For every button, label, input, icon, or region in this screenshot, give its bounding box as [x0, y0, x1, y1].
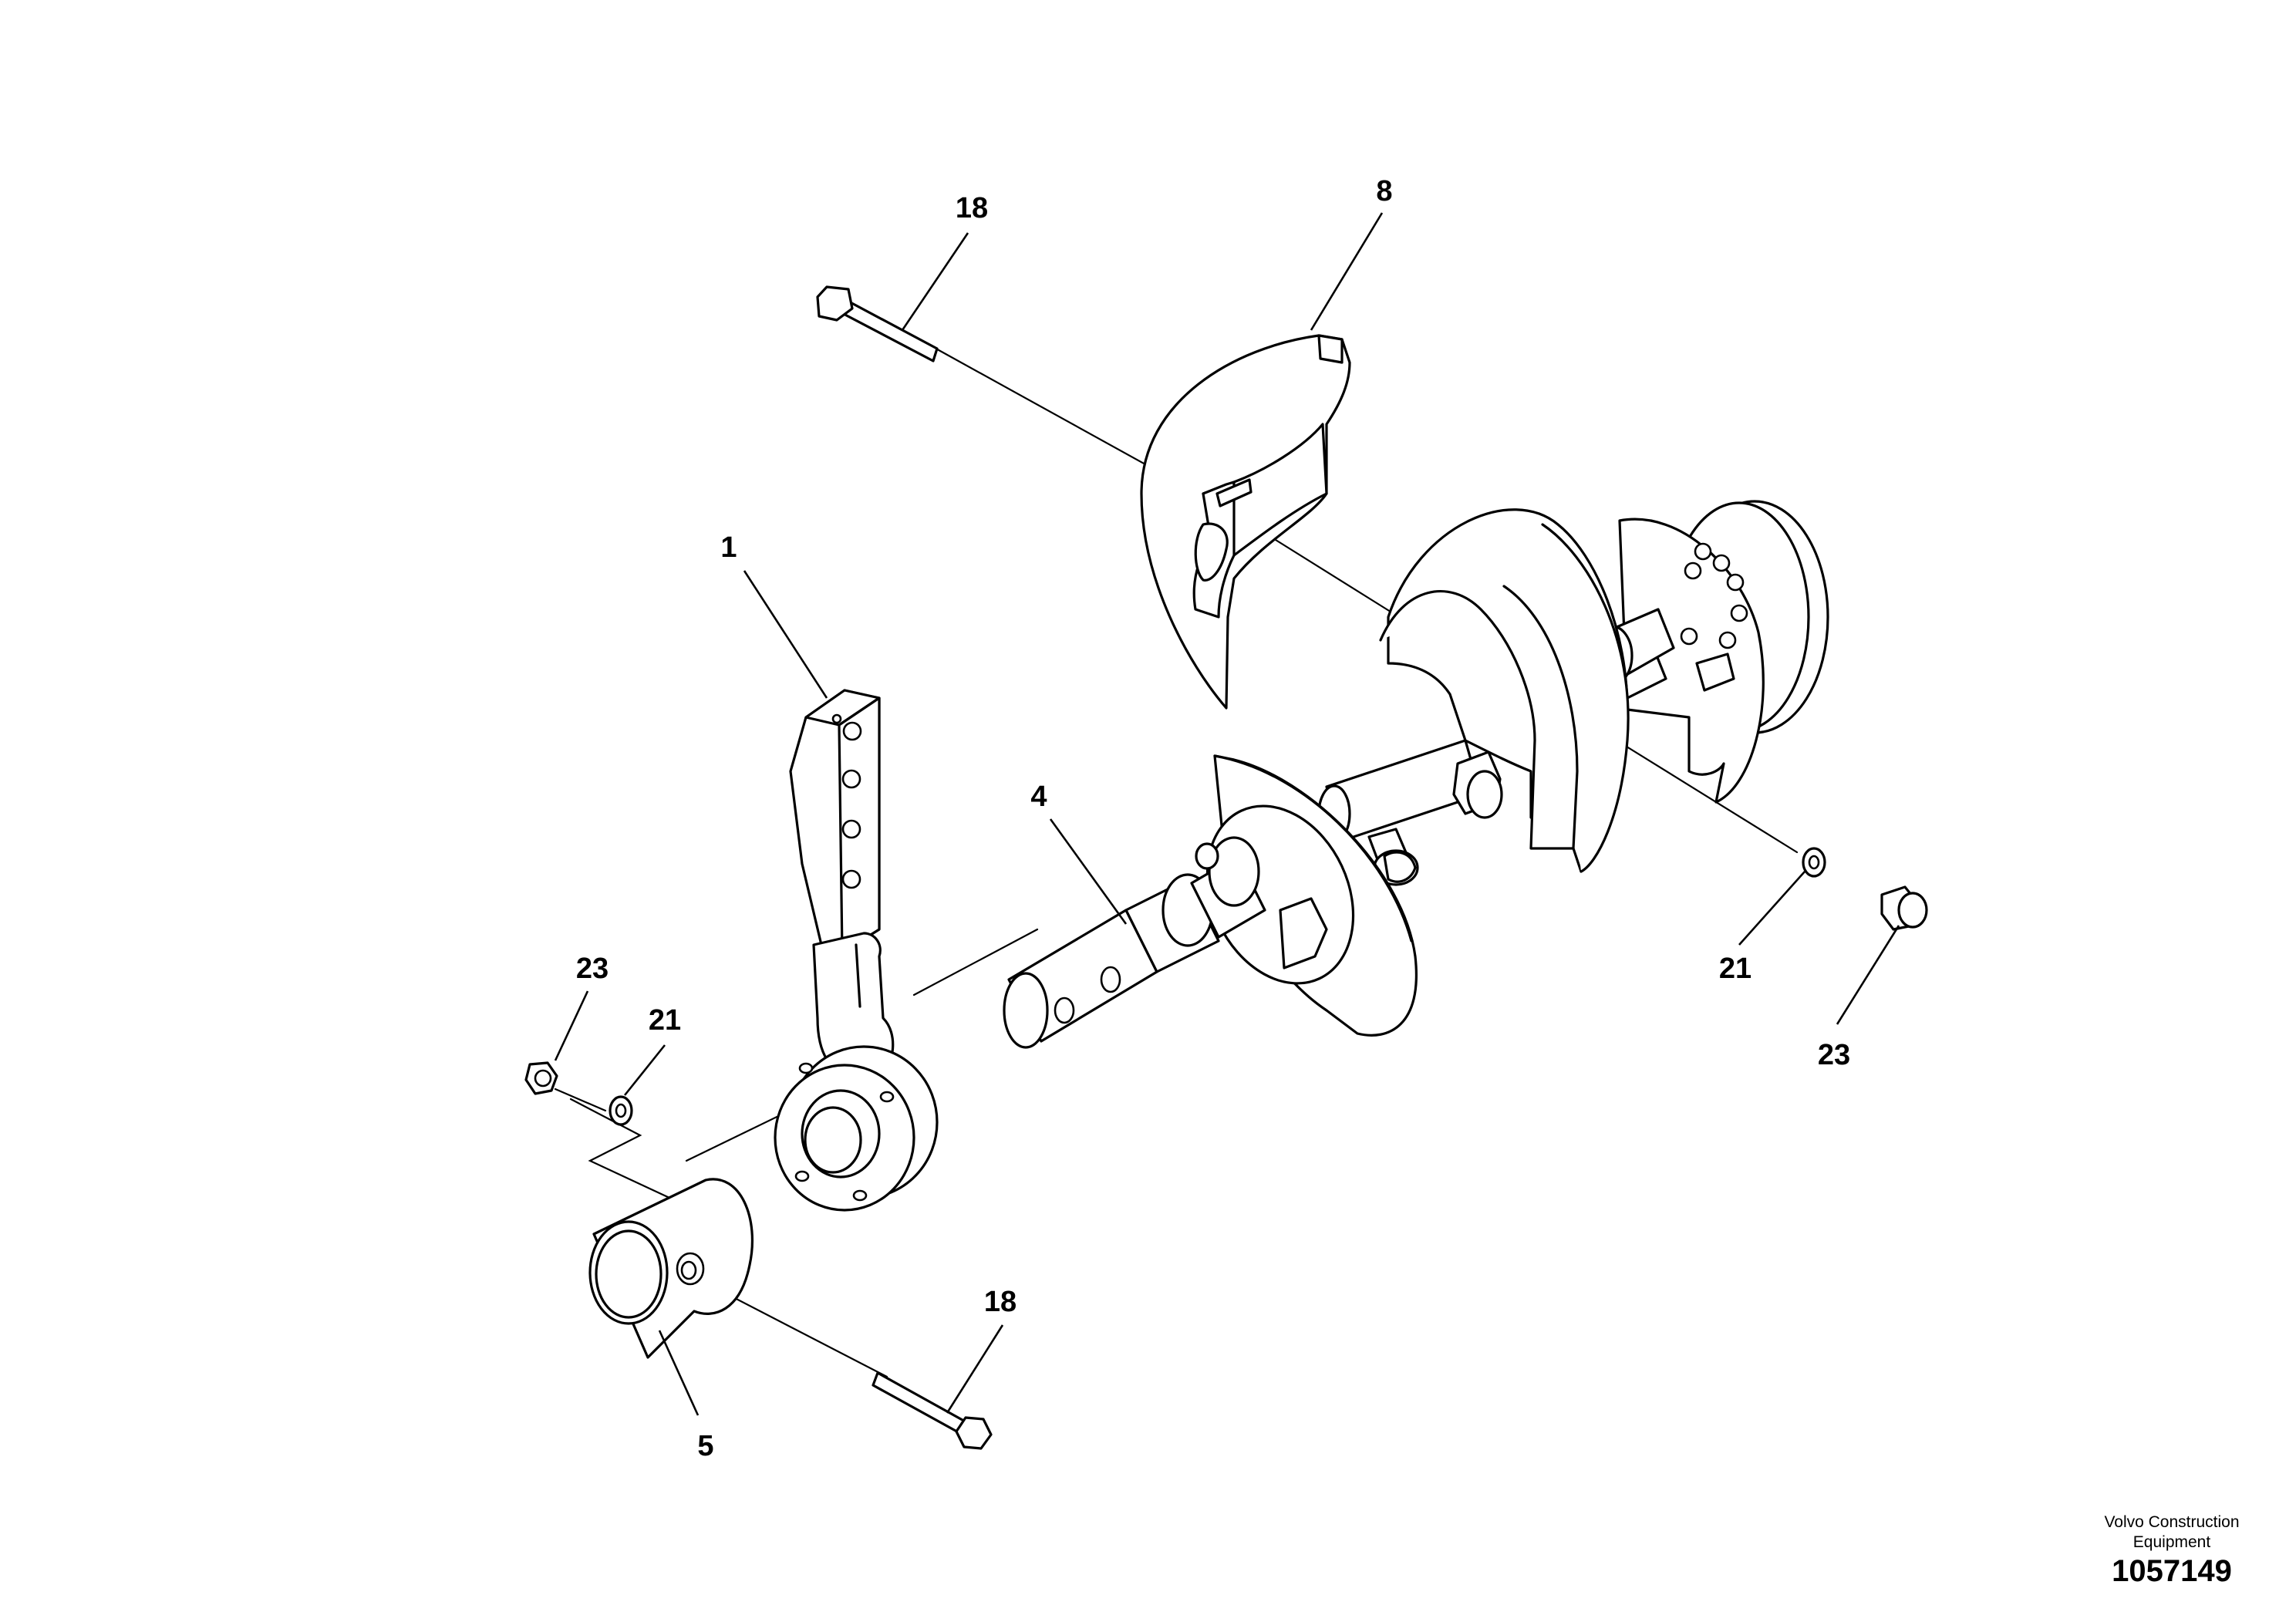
callouts: 18 8 1 4 23 21 21 23 18 5 [576, 175, 1850, 1462]
nut-left [524, 1061, 558, 1095]
middle-shaft [1317, 739, 1503, 886]
end-cap [588, 1178, 754, 1359]
front-shaft [1003, 836, 1328, 1049]
callout-18-bottom: 18 [984, 1286, 1017, 1318]
arm-bracket [774, 689, 939, 1212]
callout-18-top: 18 [956, 192, 988, 224]
callout-21-right: 21 [1719, 953, 1752, 985]
callout-21-left: 21 [649, 1004, 681, 1037]
washer-right [1802, 847, 1826, 878]
bolt-top [816, 285, 939, 363]
callout-1: 1 [720, 531, 737, 564]
callout-23-right: 23 [1818, 1039, 1850, 1071]
leader-lines [554, 212, 1900, 1416]
callout-4: 4 [1030, 781, 1047, 813]
callout-8: 8 [1376, 175, 1392, 207]
footer: Volvo Construction Equipment 1057149 [2104, 1513, 2239, 1588]
half-disc-guard [1140, 334, 1351, 710]
drawing-number: 1057149 [2112, 1554, 2232, 1588]
callout-23-left: 23 [576, 953, 609, 985]
acorn-nut-right [1880, 885, 1928, 931]
washer-left [609, 1095, 633, 1126]
brand-line-2: Equipment [2133, 1533, 2211, 1551]
callout-5: 5 [697, 1430, 713, 1462]
bolt-bottom [872, 1371, 993, 1450]
main-disc [1379, 508, 1630, 873]
brand-line-1: Volvo Construction [2104, 1513, 2239, 1531]
